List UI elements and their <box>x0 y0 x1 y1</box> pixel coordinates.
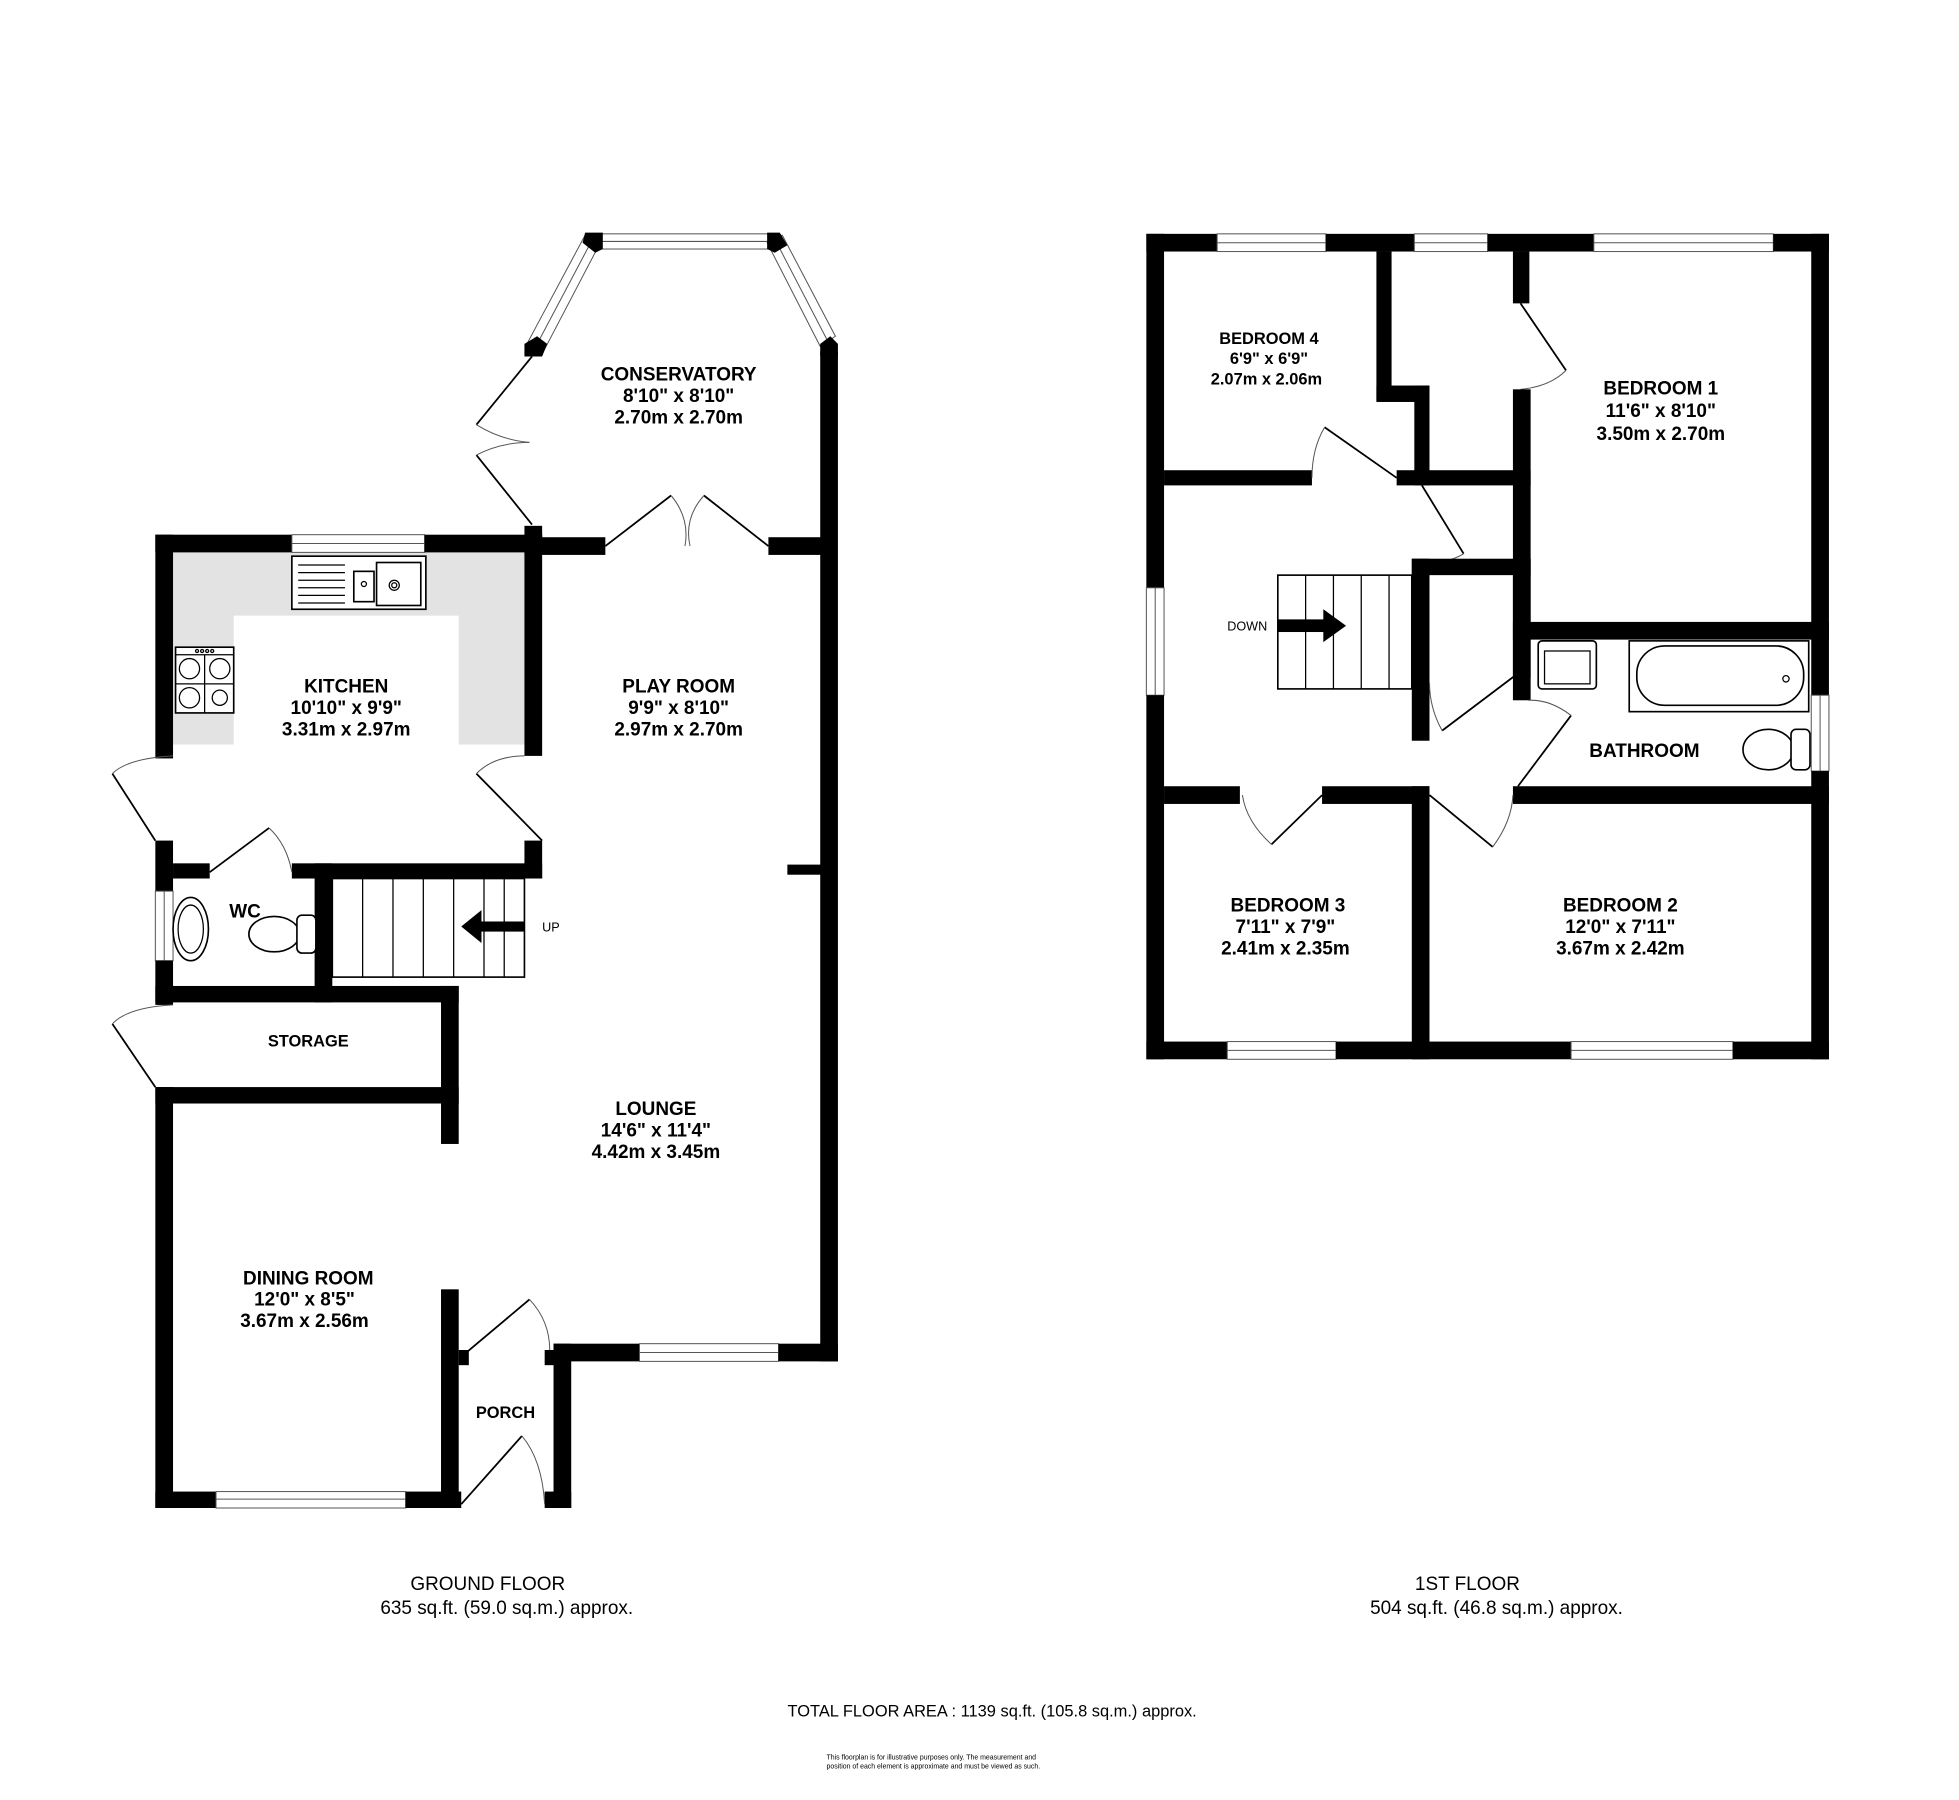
dining-porch-walls <box>155 1435 572 1509</box>
room-metric: 3.50m x 2.70m <box>1597 424 1726 445</box>
room-imperial: 12'0" x 7'11" <box>1565 917 1675 938</box>
room-bathroom: BATHROOM <box>1589 741 1699 762</box>
room-metric: 3.67m x 2.56m <box>240 1311 369 1332</box>
room-metric: 2.41m x 2.35m <box>1221 938 1350 959</box>
floor-label: 1ST FLOOR <box>1415 1574 1520 1595</box>
floor-label: GROUND FLOOR <box>410 1574 565 1595</box>
ground-floor-plan: UP CONSERVATORY 8'1 <box>111 232 838 1509</box>
kitchen-walls <box>111 534 543 842</box>
room-name: BEDROOM 2 <box>1563 895 1678 916</box>
room-name: BEDROOM 1 <box>1603 378 1718 399</box>
floor-area: 635 sq.ft. (59.0 sq.m.) approx. <box>380 1598 633 1619</box>
kitchen-sink <box>291 555 427 611</box>
room-name: STORAGE <box>268 1033 349 1051</box>
room-name: WC <box>229 902 261 923</box>
room-bedroom-2: BEDROOM 2 12'0" x 7'11" 3.67m x 2.42m <box>1556 895 1685 959</box>
bathroom-fixtures <box>1537 640 1811 771</box>
kitchen-hob <box>174 646 235 714</box>
room-imperial: 8'10" x 8'10" <box>623 386 734 407</box>
room-name: CONSERVATORY <box>601 364 757 385</box>
room-metric: 2.97m x 2.70m <box>614 720 743 741</box>
room-name: LOUNGE <box>615 1099 696 1120</box>
wc-fixtures <box>172 896 317 962</box>
disclaimer: This floorplan is for illustrative purpo… <box>827 1755 1041 1771</box>
ground-floor-caption: GROUND FLOOR 635 sq.ft. (59.0 sq.m.) app… <box>380 1574 633 1619</box>
room-porch: PORCH <box>476 1404 535 1422</box>
room-dining-room: DINING ROOM 12'0" x 8'5" 3.67m x 2.56m <box>240 1268 373 1332</box>
first-floor-caption: 1ST FLOOR 504 sq.ft. (46.8 sq.m.) approx… <box>1370 1574 1623 1619</box>
room-imperial: 7'11" x 7'9" <box>1236 917 1336 938</box>
disclaimer-line-1: This floorplan is for illustrative purpo… <box>827 1755 1037 1762</box>
room-metric: 4.42m x 3.45m <box>592 1142 721 1163</box>
room-name: PLAY ROOM <box>622 677 735 698</box>
room-name: BEDROOM 3 <box>1231 895 1346 916</box>
room-kitchen: KITCHEN 10'10" x 9'9" 3.31m x 2.97m <box>282 677 411 741</box>
room-metric: 3.67m x 2.42m <box>1556 938 1685 959</box>
room-name: PORCH <box>476 1404 535 1422</box>
lounge-walls <box>441 864 838 1509</box>
room-name: BATHROOM <box>1589 741 1699 762</box>
stairs-down-label: DOWN <box>1227 620 1267 634</box>
room-imperial: 12'0" x 8'5" <box>254 1290 355 1311</box>
stairs-down <box>1276 574 1413 690</box>
room-imperial: 11'6" x 8'10" <box>1606 401 1716 422</box>
room-conservatory: CONSERVATORY 8'10" x 8'10" 2.70m x 2.70m <box>601 364 757 428</box>
first-floor-plan: DOWN BEDROOM 4 6'9" x 6'9" 2.07m x 2.06m… <box>1145 233 1830 1060</box>
room-bedroom-4: BEDROOM 4 6'9" x 6'9" 2.07m x 2.06m <box>1211 330 1322 388</box>
room-imperial: 6'9" x 6'9" <box>1230 350 1308 368</box>
room-imperial: 14'6" x 11'4" <box>601 1120 711 1141</box>
room-metric: 2.07m x 2.06m <box>1211 370 1322 388</box>
room-wc: WC <box>229 902 261 923</box>
room-name: KITCHEN <box>304 677 388 698</box>
room-imperial: 10'10" x 9'9" <box>291 698 402 719</box>
room-bedroom-1: BEDROOM 1 11'6" x 8'10" 3.50m x 2.70m <box>1597 378 1726 445</box>
stairs-up <box>331 877 526 978</box>
room-name: DINING ROOM <box>243 1268 374 1289</box>
disclaimer-line-2: position of each element is approximate … <box>827 1763 1041 1770</box>
room-play-room: PLAY ROOM 9'9" x 8'10" 2.97m x 2.70m <box>614 677 743 741</box>
total-floor-area: TOTAL FLOOR AREA : 1139 sq.ft. (105.8 sq… <box>788 1703 1197 1721</box>
wc-storage-walls <box>111 827 543 1509</box>
conservatory-walls <box>475 232 838 1362</box>
room-name: BEDROOM 4 <box>1219 330 1319 348</box>
room-bedroom-3: BEDROOM 3 7'11" x 7'9" 2.41m x 2.35m <box>1221 895 1350 959</box>
room-storage: STORAGE <box>268 1033 349 1051</box>
room-lounge: LOUNGE 14'6" x 11'4" 4.42m x 3.45m <box>592 1099 721 1163</box>
room-metric: 2.70m x 2.70m <box>614 407 743 428</box>
room-imperial: 9'9" x 8'10" <box>628 698 729 719</box>
floor-area: 504 sq.ft. (46.8 sq.m.) approx. <box>1370 1598 1623 1619</box>
stairs-up-label: UP <box>542 921 560 935</box>
room-metric: 3.31m x 2.97m <box>282 720 411 741</box>
